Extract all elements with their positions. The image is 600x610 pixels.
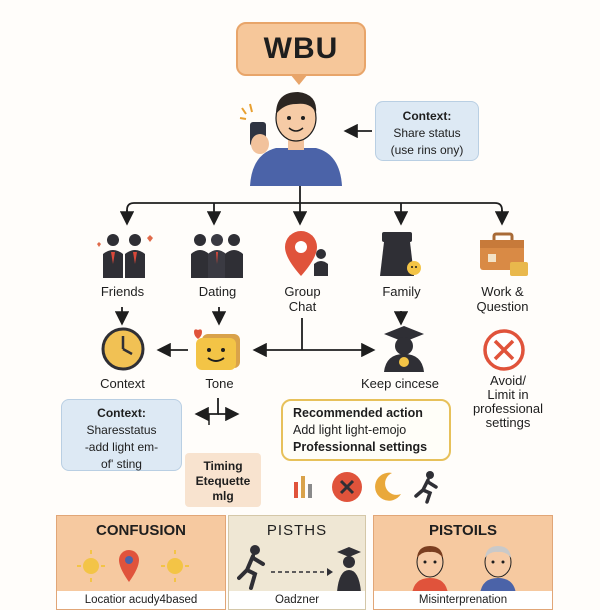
family-icon xyxy=(380,232,421,276)
panel-footer: Oadzner xyxy=(229,591,365,609)
two-people-icons xyxy=(412,546,516,594)
briefcase-icon xyxy=(480,232,528,276)
timing-line: Etequette xyxy=(195,474,251,488)
context-line: Sharesstatus xyxy=(86,423,157,437)
confusion-panel: CONFUSION Locatior acudy4based xyxy=(56,515,226,610)
avoid-limit-label: Avoid/ Limit in professional settings xyxy=(472,373,544,430)
context-heading: Context: xyxy=(97,406,146,420)
panel-title: PISTHS xyxy=(266,522,328,539)
timing-line: Timing xyxy=(203,459,243,473)
category-family-label: Family xyxy=(382,284,421,299)
title-bubble-tail xyxy=(290,74,308,85)
context-line: Share status xyxy=(393,126,461,140)
context-line: of' sting xyxy=(101,457,142,471)
keep-concise-label: Keep cincese xyxy=(360,376,440,391)
category-friends-label: Friends xyxy=(100,284,145,299)
context-line: (use rins ony) xyxy=(390,143,464,157)
timing-etiquette-box: Timing Etequette mlg xyxy=(185,453,261,507)
prohibited-icon xyxy=(483,329,525,371)
title-bubble: WBU xyxy=(236,22,366,76)
location-pin-icon xyxy=(285,231,328,276)
recommended-line: Professionnal settings xyxy=(293,440,428,454)
category-work-label: Work & Question xyxy=(476,284,529,314)
context-share-box: Context: Sharesstatus -add light em- of'… xyxy=(61,399,182,471)
runner-graduate-icons xyxy=(237,545,361,592)
context-line: -add light em- xyxy=(84,440,159,454)
runner-icon xyxy=(414,471,438,504)
pistoils-panel: PISTOILS Misinterprenation xyxy=(373,515,553,610)
context-label: Context xyxy=(100,376,145,391)
panel-footer: Locatior acudy4based xyxy=(57,591,225,609)
smiley-message-icon xyxy=(194,329,240,370)
recommended-action-box: Recommended action Add light light-emojo… xyxy=(281,399,451,461)
panel-title: CONFUSION xyxy=(96,522,186,539)
cancel-icon xyxy=(332,472,362,502)
context-heading: Context: xyxy=(402,109,452,123)
moon-icon xyxy=(375,472,401,501)
category-group-chat-label: Group Chat xyxy=(284,284,321,314)
recommended-line: Add light light-emojo xyxy=(293,423,407,437)
context-status-box: Context: Share status (use rins ony) xyxy=(375,101,479,161)
person-phone-icon xyxy=(239,92,342,186)
timing-line: mlg xyxy=(212,489,234,503)
panel-footer: Misinterprenation xyxy=(374,591,552,609)
page-title: WBU xyxy=(263,32,339,65)
sun-location-icons xyxy=(77,550,189,582)
dating-icon xyxy=(191,234,243,278)
friends-icon xyxy=(97,234,153,278)
chart-bars-icon xyxy=(294,476,312,498)
pisths-panel: PISTHS Oadzner xyxy=(228,515,366,610)
clock-icon xyxy=(101,327,145,371)
recommended-heading: Recommended action xyxy=(293,406,423,420)
tone-label: Tone xyxy=(205,376,234,391)
panel-title: PISTOILS xyxy=(428,522,498,539)
graduate-icon xyxy=(384,326,424,372)
category-dating-label: Dating xyxy=(198,284,237,299)
